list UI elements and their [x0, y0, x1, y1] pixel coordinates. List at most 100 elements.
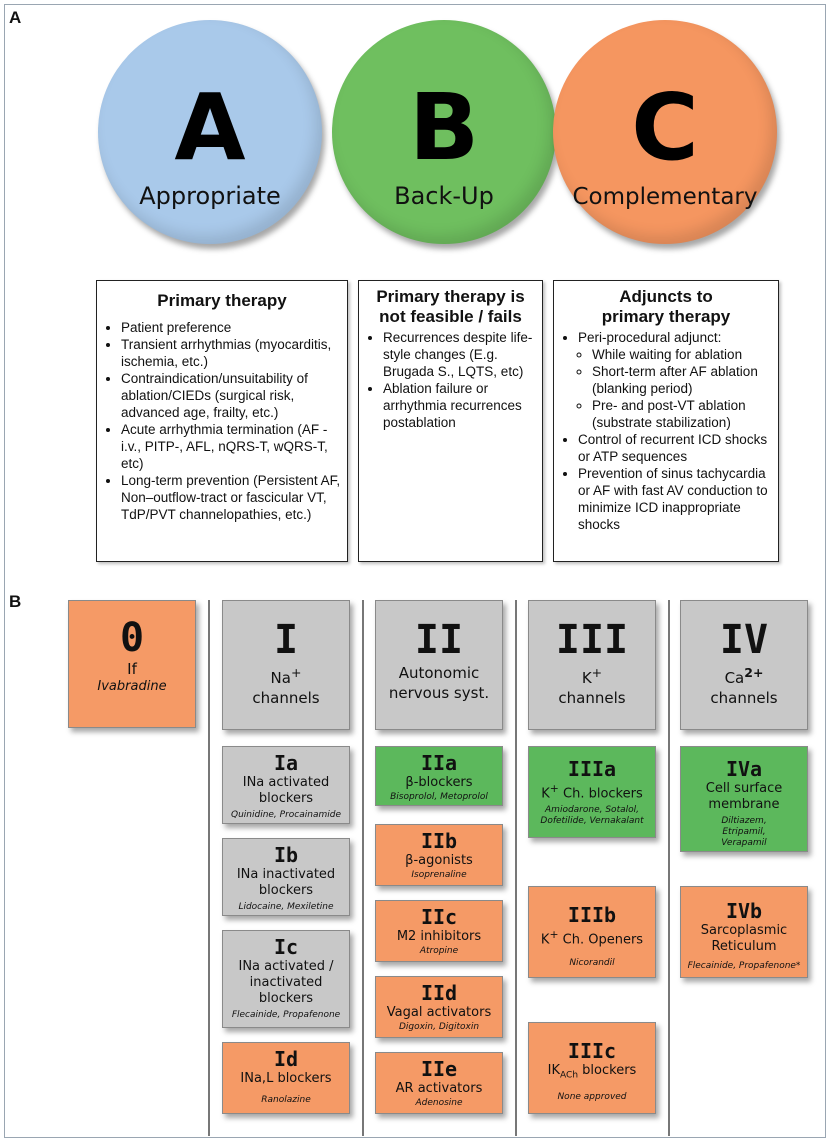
- subclass-IIIb: IIIb K+ Ch. Openers Nicorandil: [528, 886, 656, 978]
- box-c-item: Control of recurrent ICD shocks or ATP s…: [578, 431, 772, 465]
- class-label-sup: +: [591, 665, 603, 680]
- class-label-line1: Autonomic: [398, 664, 480, 682]
- box-a-title: Primary therapy: [157, 291, 287, 310]
- box-b-title-line2: not feasible / fails: [379, 307, 522, 326]
- class-label-line1: Ca2+: [681, 663, 807, 688]
- subclass-drugs: Diltiazem, Etripamil, Verapamil: [721, 816, 767, 848]
- class-number: I: [273, 617, 299, 663]
- box-a-list: Patient preference Transient arrhythmias…: [103, 319, 341, 523]
- circle-letter-c: C: [631, 74, 699, 181]
- box-not-feasible: Primary therapy is not feasible / fails …: [358, 280, 543, 562]
- box-a-item: Long-term prevention (Persistent AF, Non…: [121, 472, 341, 523]
- box-c-subitem: While waiting for ablation: [592, 346, 772, 363]
- circle-word-back-up: Back-Up: [394, 182, 494, 210]
- class-label-text: Ca: [724, 669, 745, 687]
- subclass-label-text: blockers: [578, 1063, 637, 1078]
- box-c-subitem: Pre- and post-VT ablation (substrate sta…: [592, 397, 772, 431]
- subclass-Ia: Ia INa activated blockers Quinidine, Pro…: [222, 746, 350, 824]
- box-b-list: Recurrences despite life-style changes (…: [365, 329, 536, 431]
- subclass-number: IVb: [725, 899, 763, 923]
- subclass-label-text: K: [541, 786, 550, 802]
- subclass-number: Id: [273, 1047, 299, 1071]
- figure-frame: [4, 4, 826, 1138]
- circle-word-appropriate: Appropriate: [139, 182, 281, 210]
- box-adjuncts: Adjuncts to primary therapy Peri-procedu…: [553, 280, 779, 562]
- class-label-line2: channels: [252, 689, 320, 707]
- class-number: IV: [719, 617, 769, 663]
- box-a-item: Patient preference: [121, 319, 341, 336]
- subclass-number: IId: [420, 981, 458, 1005]
- subclass-number: IVa: [725, 757, 763, 781]
- subclass-number: Ib: [273, 843, 299, 867]
- panel-b-label: B: [9, 592, 22, 611]
- subclass-label-text: K: [540, 932, 550, 948]
- class-label-line2: nervous syst.: [388, 684, 490, 702]
- box-c-sublist: While waiting for ablation Short-term af…: [578, 346, 772, 431]
- box-primary-therapy: Primary therapy Patient preference Trans…: [96, 280, 348, 562]
- subclass-number: IIc: [420, 905, 458, 929]
- subclass-drugs: Isoprenaline: [411, 870, 467, 880]
- class-0-tile: 0 If Ivabradine: [68, 600, 196, 728]
- circle-word-complementary: Complementary: [572, 184, 758, 210]
- subclass-label: Sarcoplasmic Reticulum: [700, 923, 788, 954]
- subclass-IVa: IVa Cell surface membrane Diltiazem, Etr…: [680, 746, 808, 852]
- subclass-IIa: IIa β-blockers Bisoprolol, Metoprolol: [375, 746, 503, 806]
- subclass-drugs: Ranolazine: [261, 1095, 311, 1105]
- class-label-sup: 2+: [744, 665, 764, 680]
- subclass-Ic: Ic INa activated / inactivated blockers …: [222, 930, 350, 1028]
- circle-letter-a: A: [174, 74, 246, 181]
- class-number: II: [414, 617, 464, 663]
- class-label: If: [127, 660, 137, 678]
- class-label-sup: +: [290, 665, 302, 680]
- box-b-item: Ablation failure or arrhythmia recurrenc…: [383, 380, 536, 431]
- subclass-drugs: Flecainide, Propafenone*: [687, 961, 801, 971]
- class-II-header: II Autonomic nervous syst.: [375, 600, 503, 730]
- subclass-label: INa activated / inactivated blockers: [238, 959, 334, 1006]
- subclass-label: AR activators: [395, 1081, 483, 1096]
- circle-back-up: B Back-Up: [332, 20, 556, 244]
- box-c-title-line1: Adjuncts to: [619, 287, 713, 306]
- box-c-title-line2: primary therapy: [601, 307, 731, 326]
- class-label-line2: channels: [710, 689, 778, 707]
- subclass-label-sub: ACh: [560, 1070, 579, 1081]
- subclass-label: β-agonists: [405, 853, 473, 868]
- subclass-label: Vagal activators: [386, 1005, 492, 1020]
- subclass-number: IIa: [420, 751, 458, 775]
- box-c-item: Peri-procedural adjunct: While waiting f…: [578, 329, 772, 431]
- column-divider: [208, 600, 210, 1136]
- class-label-text: K: [581, 669, 592, 687]
- subclass-label: K+ Ch. Openers: [529, 927, 655, 948]
- subclass-Ib: Ib INa inactivated blockers Lidocaine, M…: [222, 838, 350, 916]
- box-c-subitem: Short-term after AF ablation (blanking p…: [592, 363, 772, 397]
- class-label-line1: K+: [529, 663, 655, 688]
- box-c-list: Peri-procedural adjunct: While waiting f…: [560, 329, 772, 533]
- subclass-label: K+ Ch. blockers: [529, 781, 655, 802]
- class-label-line2: channels: [558, 689, 626, 707]
- subclass-number: IIIb: [567, 903, 617, 927]
- circle-appropriate: A Appropriate: [98, 20, 322, 244]
- subclass-label: Cell surface membrane: [705, 781, 783, 812]
- subclass-label-text: Ch. Openers: [558, 932, 644, 948]
- subclass-label-sup: +: [549, 928, 559, 941]
- subclass-IIIc: IIIc IKACh blockers None approved: [528, 1022, 656, 1114]
- subclass-IIe: IIe AR activators Adenosine: [375, 1052, 503, 1114]
- class-IV-header: IV Ca2+ channels: [680, 600, 808, 730]
- circle-letter-b: B: [408, 74, 480, 181]
- column-divider: [515, 600, 517, 1136]
- subclass-number: Ia: [273, 751, 299, 775]
- subclass-drugs: Amiodarone, Sotalol, Dofetilide, Vernaka…: [540, 805, 644, 827]
- box-a-item: Contraindication/unsuitability of ablati…: [121, 370, 341, 421]
- subclass-number: Ic: [273, 935, 299, 959]
- subclass-drugs: Adenosine: [415, 1098, 463, 1108]
- class-number: 0: [119, 615, 145, 661]
- subclass-number: IIb: [420, 829, 458, 853]
- subclass-label: INa inactivated blockers: [236, 867, 336, 898]
- panel-a-label: A: [9, 8, 22, 27]
- subclass-label-sup: +: [549, 782, 559, 795]
- subclass-drugs: Atropine: [419, 946, 459, 956]
- box-a-item: Acute arrhythmia termination (AF - i.v.,…: [121, 421, 341, 472]
- class-drug: Ivabradine: [97, 679, 167, 694]
- subclass-number: IIe: [420, 1057, 458, 1081]
- subclass-label-text: Ch. blockers: [558, 786, 643, 802]
- column-divider: [668, 600, 670, 1136]
